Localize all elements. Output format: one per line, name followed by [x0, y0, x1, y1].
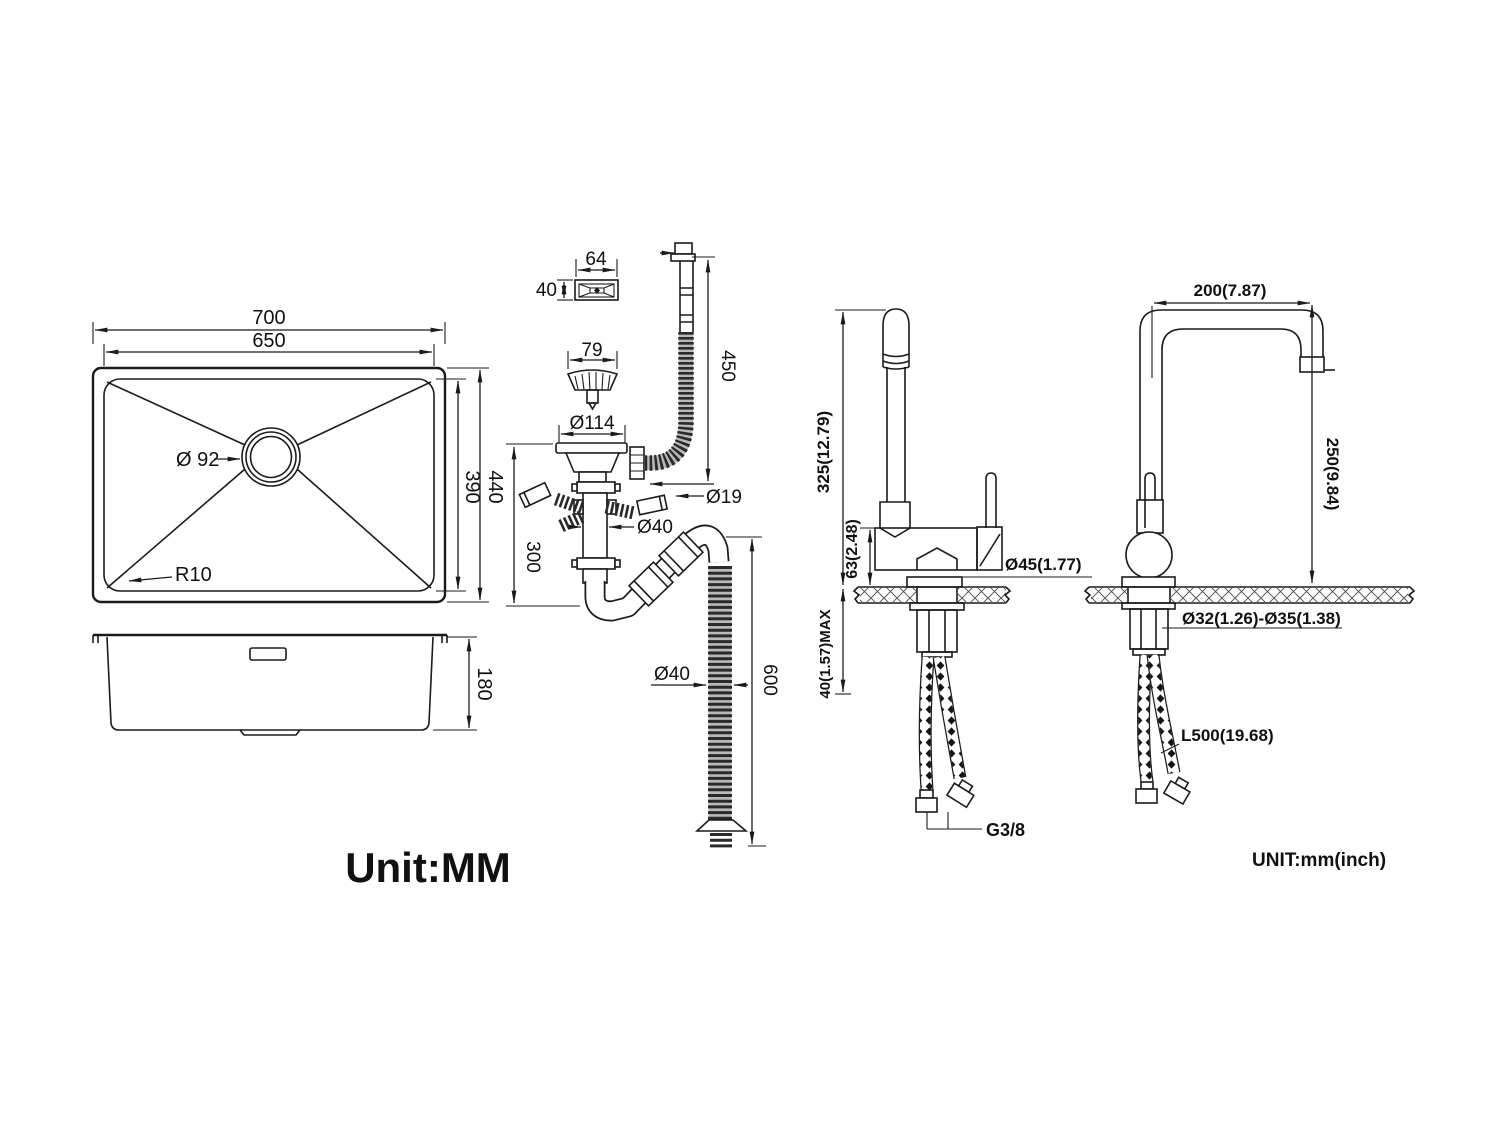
faucet-front-body — [1121, 309, 1335, 588]
front-base-flange — [1121, 576, 1176, 588]
countertop-right — [1083, 586, 1416, 604]
faucet-front-view: 200(7.87) 250(9.84) Ø32(1.26)-Ø35(1.38) … — [1083, 281, 1416, 806]
dim-325: 325(12.79) — [814, 411, 833, 493]
tailpipe-dim: Ø40 — [568, 517, 673, 538]
dim-d40-lower: Ø40 — [654, 664, 690, 685]
overflow-slot — [249, 647, 287, 661]
dim-450: 450 — [717, 350, 738, 382]
waste-hose-dims: Ø40 600 300 — [506, 443, 780, 847]
dim-600: 600 — [759, 664, 780, 696]
supply-hoses-left — [915, 655, 975, 813]
dim-40: 40 — [536, 280, 557, 301]
dim-440: 440 — [484, 470, 506, 503]
sink-top-dimensions: 700 650 390 440 Ø 92 R10 — [92, 307, 506, 603]
dim-d19: Ø19 — [706, 487, 742, 508]
sink-outer-rim — [91, 366, 447, 604]
cover-center-pin — [594, 287, 600, 294]
sink-top-view: 700 650 390 440 Ø 92 R10 — [91, 307, 506, 604]
faucet-front-undercounter — [1121, 602, 1191, 806]
dim-hole: Ø32(1.26)-Ø35(1.38) — [1182, 609, 1341, 628]
drain-kit: 64 40 79 Ø114 — [506, 242, 780, 848]
rim-lips — [92, 635, 448, 643]
sink-bowl-edge — [103, 378, 435, 592]
sink-side-view: 180 — [92, 633, 495, 736]
dim-63: 63(2.48) — [844, 519, 861, 579]
drain-hole — [241, 427, 301, 487]
front-handle-lever — [1144, 472, 1156, 528]
dim-d40-upper: Ø40 — [637, 517, 673, 538]
thread-size-callout: G3/8 — [926, 812, 1025, 840]
dim-650: 650 — [252, 330, 285, 352]
countertop-left — [852, 586, 1012, 604]
dim-300: 300 — [522, 541, 543, 573]
dim-40max: 40(1.57)MAX — [817, 609, 834, 698]
unit-note-metric: Unit:MM — [345, 844, 511, 891]
supply-hoses-right — [1135, 654, 1191, 806]
dim-d45: Ø45(1.77) — [1005, 555, 1082, 574]
sink-side-dimensions: 180 — [433, 636, 495, 731]
joint-sphere — [1125, 531, 1173, 579]
overflow-hose: 450 — [629, 242, 738, 487]
waste-hose — [694, 566, 749, 848]
dim-79: 79 — [581, 340, 602, 361]
dim-corner-radius: R10 — [175, 564, 212, 586]
inlet-takeoff-hoses: Ø19 — [518, 481, 742, 532]
faucet-side-view: G3/8 325(12.79) 63(2.48) 40(1.57)MAX Ø45… — [814, 308, 1092, 840]
dim-200: 200(7.87) — [1194, 281, 1267, 300]
overflow-cover: 64 40 — [536, 249, 619, 301]
dim-64: 64 — [585, 249, 607, 270]
bowl-crease-lines — [106, 381, 432, 589]
dim-250: 250(9.84) — [1323, 438, 1342, 511]
radius-leader — [128, 576, 173, 583]
faucet-base-flange — [906, 576, 963, 588]
dim-700: 700 — [252, 307, 285, 329]
faucet-front-dims: 200(7.87) 250(9.84) Ø32(1.26)-Ø35(1.38) … — [1151, 281, 1342, 754]
faucet-side-body — [874, 308, 1003, 588]
dim-114: Ø114 — [569, 413, 615, 434]
strainer-basket: 79 — [566, 340, 619, 411]
dim-390: 390 — [461, 470, 483, 503]
faucet-handle-lever — [985, 472, 997, 528]
dim-180: 180 — [473, 667, 495, 700]
dim-drain-diameter: Ø 92 — [176, 449, 219, 471]
drain-boss — [239, 729, 301, 736]
dim-g38: G3/8 — [986, 820, 1025, 840]
faucet-side-undercounter: G3/8 — [909, 602, 1025, 840]
unit-note-imperial: UNIT:mm(inch) — [1252, 850, 1386, 871]
p-trap — [584, 524, 730, 622]
dim-l500: L500(19.68) — [1181, 726, 1274, 745]
faucet-side-dims: 325(12.79) 63(2.48) 40(1.57)MAX Ø45(1.77… — [814, 309, 1092, 699]
drain-flange-assembly: Ø114 — [555, 413, 628, 584]
sink-body-profile — [106, 636, 434, 731]
